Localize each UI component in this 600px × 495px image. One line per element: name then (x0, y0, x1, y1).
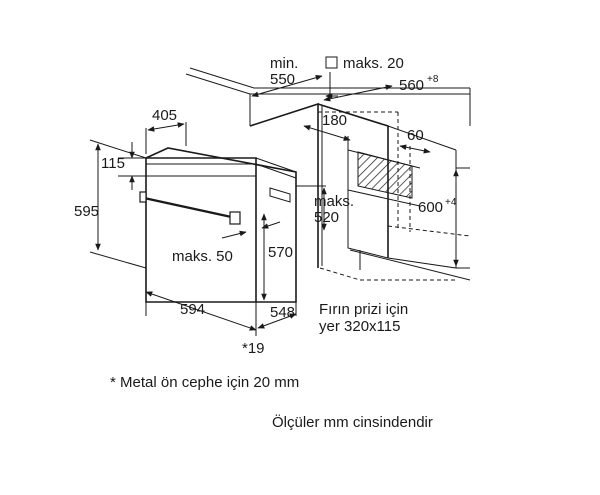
dim-115: 115 (101, 142, 146, 190)
dim-115-label: 115 (101, 155, 125, 172)
dim-max-50: maks. 50 (172, 221, 281, 265)
dim-548: 548 (257, 302, 297, 329)
dim-570: 570 (261, 213, 293, 301)
star-19-label: *19 (242, 340, 265, 357)
dim-180: 180 (303, 112, 351, 141)
dim-560-label: 560 (399, 77, 424, 94)
dim-405: 405 (145, 107, 187, 154)
dim-600-tolerance: +4 (445, 197, 457, 208)
dim-max-20: maks. 20 (325, 55, 404, 99)
dim-520-label: 520 (314, 209, 339, 226)
metal-front-note: * Metal ön cephe için 20 mm (110, 374, 300, 391)
dim-548-label: 548 (270, 304, 295, 321)
dim-60: 60 (399, 127, 431, 154)
min-label: min. (270, 55, 298, 72)
max-50-label: maks. 50 (172, 248, 233, 265)
max-520-label: maks. (314, 193, 354, 210)
dim-570-label: 570 (268, 244, 293, 261)
dim-60-label: 60 (407, 127, 424, 144)
oven-socket-area (347, 149, 421, 207)
oven-body (145, 147, 297, 303)
dim-594: 594 (145, 291, 257, 336)
dim-180-label: 180 (322, 112, 347, 129)
dim-600-label: 600 (418, 199, 443, 216)
dim-560: 560 +8 (323, 74, 439, 102)
max-20-label: maks. 20 (343, 55, 404, 72)
dim-600: 600 +4 (418, 167, 470, 269)
socket-label-line2: yer 320x115 (319, 318, 400, 335)
units-note: Ölçüler mm cinsindendir (272, 414, 433, 431)
dim-550-label: 550 (270, 71, 295, 88)
dim-560-tolerance: +8 (427, 74, 439, 85)
dim-405-label: 405 (152, 107, 177, 124)
dim-595: 595 (74, 139, 147, 269)
dim-min-550: min. 550 (251, 55, 323, 97)
socket-label-line1: Fırın prizi için (319, 301, 408, 318)
dim-595-label: 595 (74, 203, 99, 220)
oven-handle (139, 191, 241, 225)
dim-594-label: 594 (180, 301, 205, 318)
dim-max-520: maks. 520 (296, 185, 354, 231)
